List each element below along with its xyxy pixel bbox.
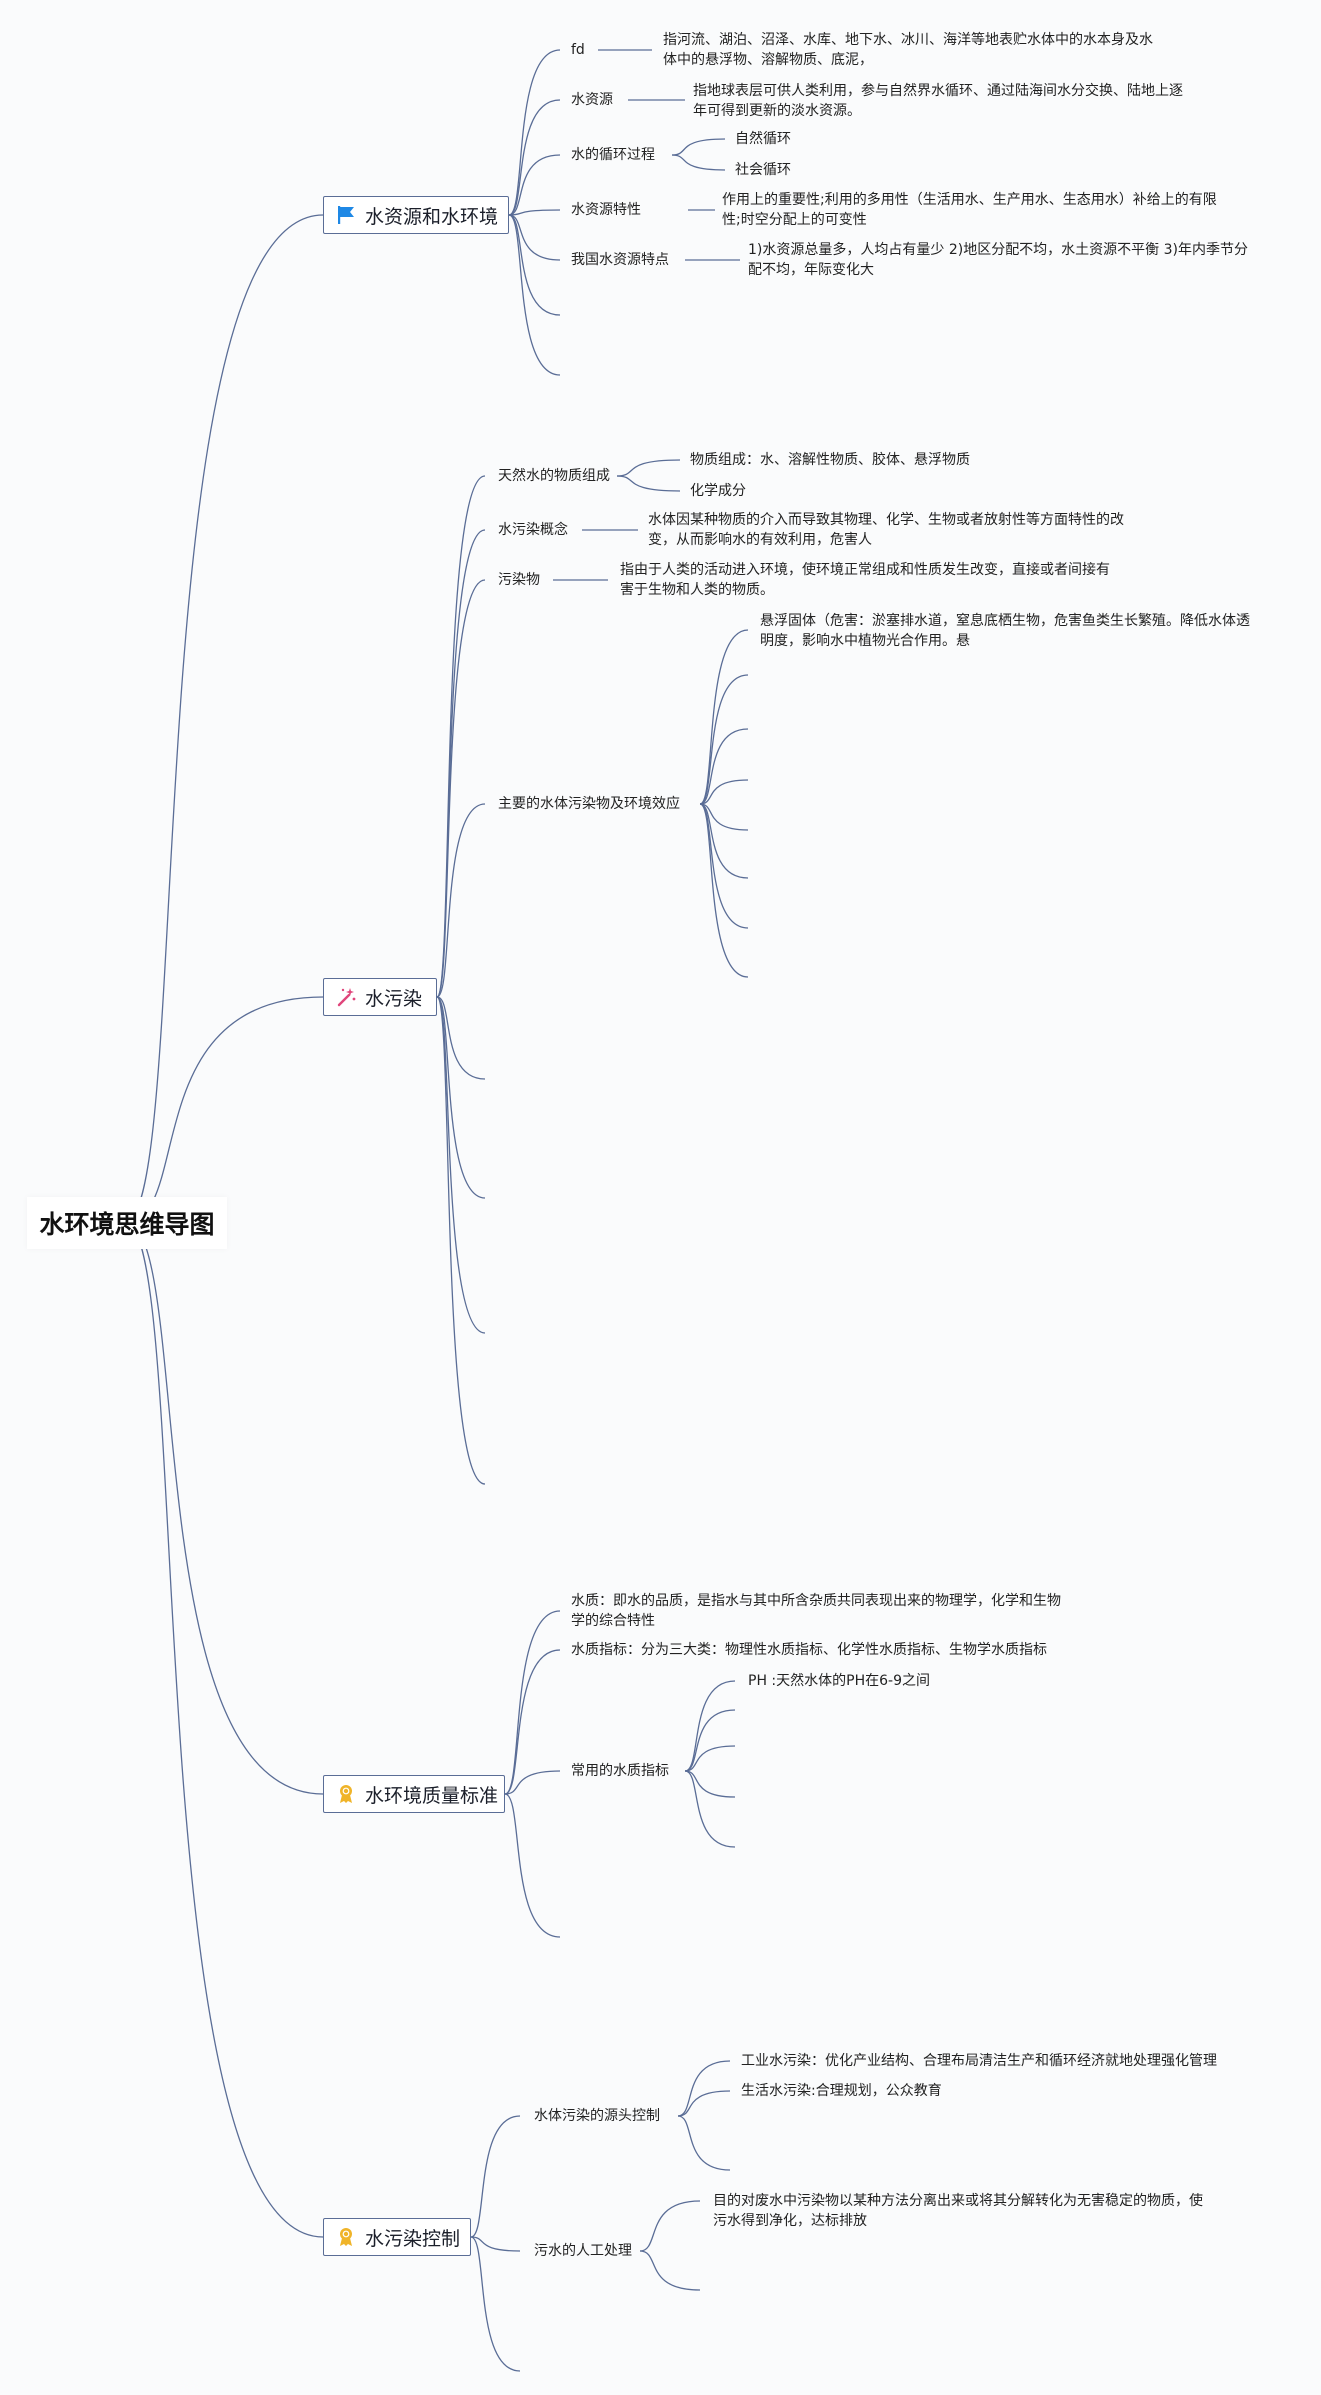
connector-curve xyxy=(699,728,749,805)
connector-curve xyxy=(436,996,486,1334)
node-natural-cycle[interactable]: 自然循环 xyxy=(735,131,791,147)
node-domestic-pollution[interactable]: 生活水污染:合理规划，公众教育 xyxy=(741,2083,942,2099)
node-pollution-concept-detail[interactable]: 水体因某种物质的介入而导致其物理、化学、生物或者放射性等方面特性的改变，从而影响… xyxy=(648,512,1124,548)
award-ribbon-icon xyxy=(336,1784,356,1804)
connector-curve xyxy=(699,674,749,805)
connector-curve xyxy=(671,138,726,156)
node-water-cycle[interactable]: 水的循环过程 xyxy=(571,147,655,163)
node-china-features-detail[interactable]: 1)水资源总量多，人均占有量少 2)地区分配不均，水土资源不平衡 3)年内季节分… xyxy=(748,242,1249,278)
node-ph[interactable]: PH :天然水体的PH在6-9之间 xyxy=(748,1673,930,1689)
node-pollutant-detail[interactable]: 指由于人类的活动进入环境，使环境正常组成和性质发生改变，直接或者间接有害于生物和… xyxy=(620,562,1110,598)
connector-curve xyxy=(677,2060,731,2117)
node-water-quality-definition[interactable]: 水质：即水的品质，是指水与其中所含杂质共同表现出来的物理学，化学和生物学的综合特… xyxy=(571,1593,1061,1629)
connector-curve xyxy=(699,779,749,805)
connector-curve xyxy=(508,99,561,216)
branch-water-pollution[interactable]: 水污染 xyxy=(323,978,437,1016)
root-topic[interactable]: 水环境思维导图 xyxy=(27,1197,227,1249)
node-fd-detail[interactable]: 指河流、湖泊、沼泽、水库、地下水、冰川、海洋等地表贮水体中的水本身及水体中的悬浮… xyxy=(663,32,1153,68)
connector-curve xyxy=(699,803,749,978)
node-water-resources-detail[interactable]: 指地球表层可供人类利用，参与自然界水循环、通过陆海间水分交换、陆地上逐年可得到更… xyxy=(693,83,1183,119)
connector-curve xyxy=(504,1770,561,1795)
connector-curve xyxy=(436,803,486,998)
node-source-control[interactable]: 水体污染的源头控制 xyxy=(534,2108,660,2124)
connector-curve xyxy=(470,2236,521,2372)
magic-wand-icon xyxy=(336,987,356,1007)
connector-curve xyxy=(684,1770,736,1798)
connector-curve xyxy=(470,2236,521,2252)
node-industrial-pollution[interactable]: 工业水污染：优化产业结构、合理布局清洁生产和循环经济就地处理强化管理 xyxy=(741,2053,1217,2069)
node-water-quality-indicators[interactable]: 水质指标：分为三大类：物理性水质指标、化学性水质指标、生物学水质指标 xyxy=(571,1642,1047,1658)
node-common-indicators[interactable]: 常用的水质指标 xyxy=(571,1763,669,1779)
branch-label: 水污染 xyxy=(365,987,423,1010)
connector-curve xyxy=(508,154,561,216)
node-social-cycle[interactable]: 社会循环 xyxy=(735,162,791,178)
branch-label: 水污染控制 xyxy=(365,2227,461,2250)
connector-curve xyxy=(677,2090,731,2117)
connector-curve xyxy=(124,1221,324,1795)
node-china-features[interactable]: 我国水资源特点 xyxy=(571,252,669,268)
node-water-resources[interactable]: 水资源 xyxy=(571,92,613,108)
connector-curve xyxy=(677,2115,731,2171)
connector-curve xyxy=(616,475,681,492)
connector-curve xyxy=(436,996,486,1485)
node-natural-water-composition[interactable]: 天然水的物质组成 xyxy=(498,468,610,484)
connector-curve xyxy=(470,2115,521,2238)
connector-curve xyxy=(508,49,561,216)
flag-icon xyxy=(336,205,356,225)
node-treatment-purpose[interactable]: 目的对废水中污染物以某种方法分离出来或将其分解转化为无害稳定的物质，使污水得到净… xyxy=(713,2193,1203,2229)
connector-curve xyxy=(508,214,561,316)
connector-curve xyxy=(684,1680,736,1772)
connector-curve xyxy=(504,1793,561,1938)
node-artificial-treatment[interactable]: 污水的人工处理 xyxy=(534,2243,632,2259)
connector-curve xyxy=(684,1745,736,1772)
node-pollution-concept[interactable]: 水污染概念 xyxy=(498,522,568,538)
connector-curve xyxy=(124,214,324,1223)
connector-curve xyxy=(616,459,681,477)
node-fd[interactable]: fd xyxy=(571,42,585,58)
branch-label: 水资源和水环境 xyxy=(365,205,499,228)
branch-water-quality-standards[interactable]: 水环境质量标准 xyxy=(323,1775,505,1813)
connector-curve xyxy=(639,2250,701,2291)
connector-curve xyxy=(504,1649,561,1795)
node-composition-substances[interactable]: 物质组成：水、溶解性物质、胶体、悬浮物质 xyxy=(690,452,970,468)
node-suspended-solids[interactable]: 悬浮固体（危害：淤塞排水道，窒息底栖生物，危害鱼类生长繁殖。降低水体透明度，影响… xyxy=(760,613,1250,649)
connector-curve xyxy=(684,1709,736,1772)
branch-water-resources[interactable]: 水资源和水环境 xyxy=(323,196,509,234)
connector-curve xyxy=(436,996,486,1080)
connector-curve xyxy=(436,996,486,1199)
connector-curve xyxy=(508,214,561,376)
node-chemical-composition[interactable]: 化学成分 xyxy=(690,483,746,499)
connector-curve xyxy=(639,2200,701,2252)
connector-curve xyxy=(699,803,749,831)
connector-curve xyxy=(508,209,561,216)
node-main-pollutants[interactable]: 主要的水体污染物及环境效应 xyxy=(498,796,680,812)
connector-curve xyxy=(124,1221,324,2238)
node-resource-properties-detail[interactable]: 作用上的重要性;利用的多用性（生活用水、生产用水、生态用水）补给上的有限性;时空… xyxy=(722,192,1217,228)
node-pollutant[interactable]: 污染物 xyxy=(498,572,540,588)
connector-curve xyxy=(671,154,726,171)
connector-curve xyxy=(436,475,486,998)
connector-curve xyxy=(684,1770,736,1848)
branch-label: 水环境质量标准 xyxy=(365,1784,499,1807)
connector-curve xyxy=(504,1610,561,1795)
connector-curve xyxy=(436,579,486,998)
connector-curve xyxy=(508,214,561,261)
branch-pollution-control[interactable]: 水污染控制 xyxy=(323,2218,471,2256)
award-ribbon-icon xyxy=(336,2227,356,2247)
node-resource-properties[interactable]: 水资源特性 xyxy=(571,202,641,218)
connector-curve xyxy=(699,629,749,805)
root-label: 水环境思维导图 xyxy=(39,1210,215,1239)
